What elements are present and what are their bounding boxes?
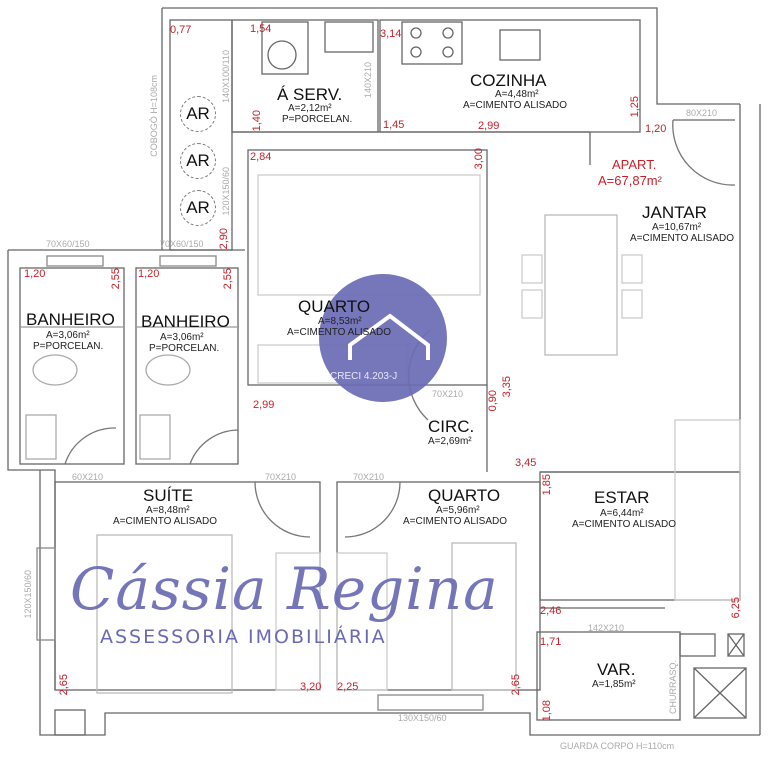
room-floor-quarto-2: A=CIMENTO ALISADO	[403, 516, 508, 527]
dimension-label: 1,20	[138, 268, 160, 280]
room-floor-cozinha: A=CIMENTO ALISADO	[463, 100, 568, 111]
dimension-label: 1,08	[541, 700, 553, 722]
room-area-cozinha: A=4,48m²	[495, 89, 539, 100]
dimension-label: 2,65	[58, 674, 70, 696]
room-floor-quarto-1: A=CIMENTO ALISADO	[287, 327, 392, 338]
dimension-label: 2,84	[250, 151, 272, 163]
opening-label: 120X150/60	[23, 570, 33, 619]
opening-label: 60X210	[72, 472, 104, 482]
room-floor-estar: A=CIMENTO ALISADO	[572, 519, 677, 530]
dimension-label: 3,14	[380, 28, 402, 40]
room-area-quarto-1: A=8,53m²	[318, 316, 362, 327]
room-area-jantar: A=10,67m²	[652, 222, 702, 233]
dimension-label: 2,99	[478, 120, 500, 132]
room-area-varanda: A=1,85m²	[592, 679, 636, 690]
room-area-banheiro-1: A=3,06m²	[46, 330, 90, 341]
dimension-label: 0,77	[170, 24, 192, 36]
opening-label: 140X100/110	[221, 50, 231, 103]
room-name-suite: SUÍTE	[143, 486, 194, 505]
room-name-varanda: VAR.	[597, 660, 636, 679]
room-area-quarto-2: A=5,96m²	[436, 505, 480, 516]
dimension-label: 1,40	[251, 110, 263, 132]
watermark-logo: Cássia Regina	[70, 555, 499, 623]
room-name-estar: ESTAR	[594, 488, 650, 507]
room-floor-banheiro-2: P=PORCELAN.	[149, 343, 220, 354]
watermark-disc	[319, 274, 447, 402]
dimension-label: 1,54	[250, 23, 272, 35]
dimension-label: 6,25	[730, 597, 742, 619]
dimension-label: 1,20	[24, 268, 46, 280]
room-area-servico: A=2,12m²	[288, 103, 332, 114]
dimension-label: 2,55	[222, 268, 234, 290]
room-floor-banheiro-1: P=PORCELAN.	[33, 341, 104, 352]
dimension-label: 3,00	[473, 148, 485, 170]
opening-label: 120X150/60	[221, 167, 231, 216]
room-name-quarto-2: QUARTO	[428, 486, 501, 505]
room-name-circ: CIRC.	[428, 417, 475, 436]
dimension-label: 2,55	[110, 268, 122, 290]
room-name-servico: Á SERV.	[277, 85, 343, 104]
house-icon	[348, 313, 430, 360]
dimension-label: 3,35	[501, 376, 513, 398]
apartment-label: APART.	[612, 157, 657, 172]
room-name-banheiro-2: BANHEIRO	[141, 312, 230, 331]
room-floor-suite: A=CIMENTO ALISADO	[113, 516, 218, 527]
watermark-subtitle: ASSESSORIA IMOBILIÁRIA	[100, 626, 387, 648]
opening-label: 70X210	[265, 472, 297, 482]
room-name-banheiro-1: BANHEIRO	[26, 310, 115, 329]
opening-label: 70X60/150	[46, 239, 90, 249]
opening-label: 70X210	[432, 389, 464, 399]
opening-label: 80X210	[686, 108, 718, 118]
dimension-label: 0,90	[487, 390, 499, 412]
opening-label: 142X210	[588, 623, 625, 633]
room-area-suite: A=8,48m²	[146, 505, 190, 516]
dimension-label: 2,65	[510, 674, 522, 696]
room-area-banheiro-2: A=3,06m²	[160, 332, 204, 343]
dimension-label: 1,25	[629, 96, 641, 118]
watermark-creci: CRECI 4.203-J	[330, 371, 398, 382]
room-area-estar: A=6,44m²	[600, 508, 644, 519]
dimension-label: 3,20	[300, 681, 322, 693]
dimension-label: 2,99	[253, 399, 275, 411]
dimension-label: 3,45	[515, 457, 537, 469]
room-area-circ: A=2,69m²	[428, 436, 472, 447]
dimension-label: 1,85	[541, 474, 553, 496]
dimension-label: 1,71	[540, 636, 562, 648]
room-name-cozinha: COZINHA	[470, 71, 547, 90]
dimension-label: 2,90	[218, 228, 230, 250]
room-floor-jantar: A=CIMENTO ALISADO	[630, 233, 735, 244]
opening-label: 70X210	[353, 472, 385, 482]
dimension-label: 2,46	[540, 605, 562, 617]
room-name-quarto-1: QUARTO	[298, 297, 371, 316]
opening-label: 130X150/60	[398, 713, 447, 723]
opening-label: CHURRASQ.	[668, 660, 678, 715]
dimension-label: 2,25	[337, 681, 359, 693]
opening-label: GUARDA CORPO H=110cm	[560, 741, 675, 751]
opening-label: 70X60/150	[160, 239, 204, 249]
dimension-label: 1,20	[645, 123, 667, 135]
ac-unit: AR	[180, 96, 216, 132]
ac-unit: AR	[180, 190, 216, 226]
opening-label: 140X210	[363, 62, 373, 99]
dimension-label: 1,45	[383, 119, 405, 131]
room-floor-servico: P=PORCELAN.	[282, 114, 353, 125]
apartment-area: A=67,87m²	[598, 173, 662, 188]
opening-label: COBOGÓ H=108cm	[149, 75, 159, 157]
room-name-jantar: JANTAR	[642, 203, 707, 222]
ac-unit: AR	[180, 143, 216, 179]
